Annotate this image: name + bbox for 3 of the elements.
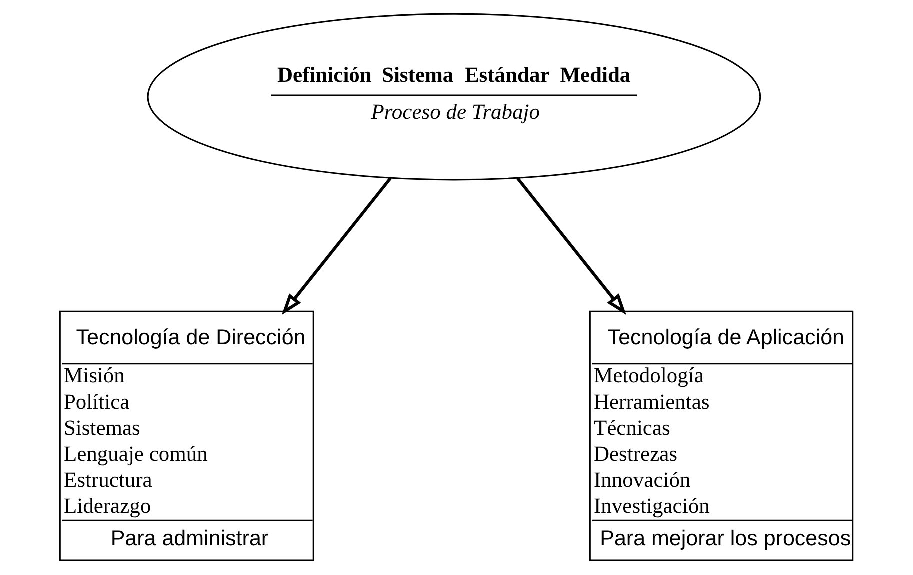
arrow [516,177,626,316]
node-ellipse: Definición Sistema Estándar Medida Proceso de Trabajo [147,13,762,181]
arrow [282,177,392,316]
